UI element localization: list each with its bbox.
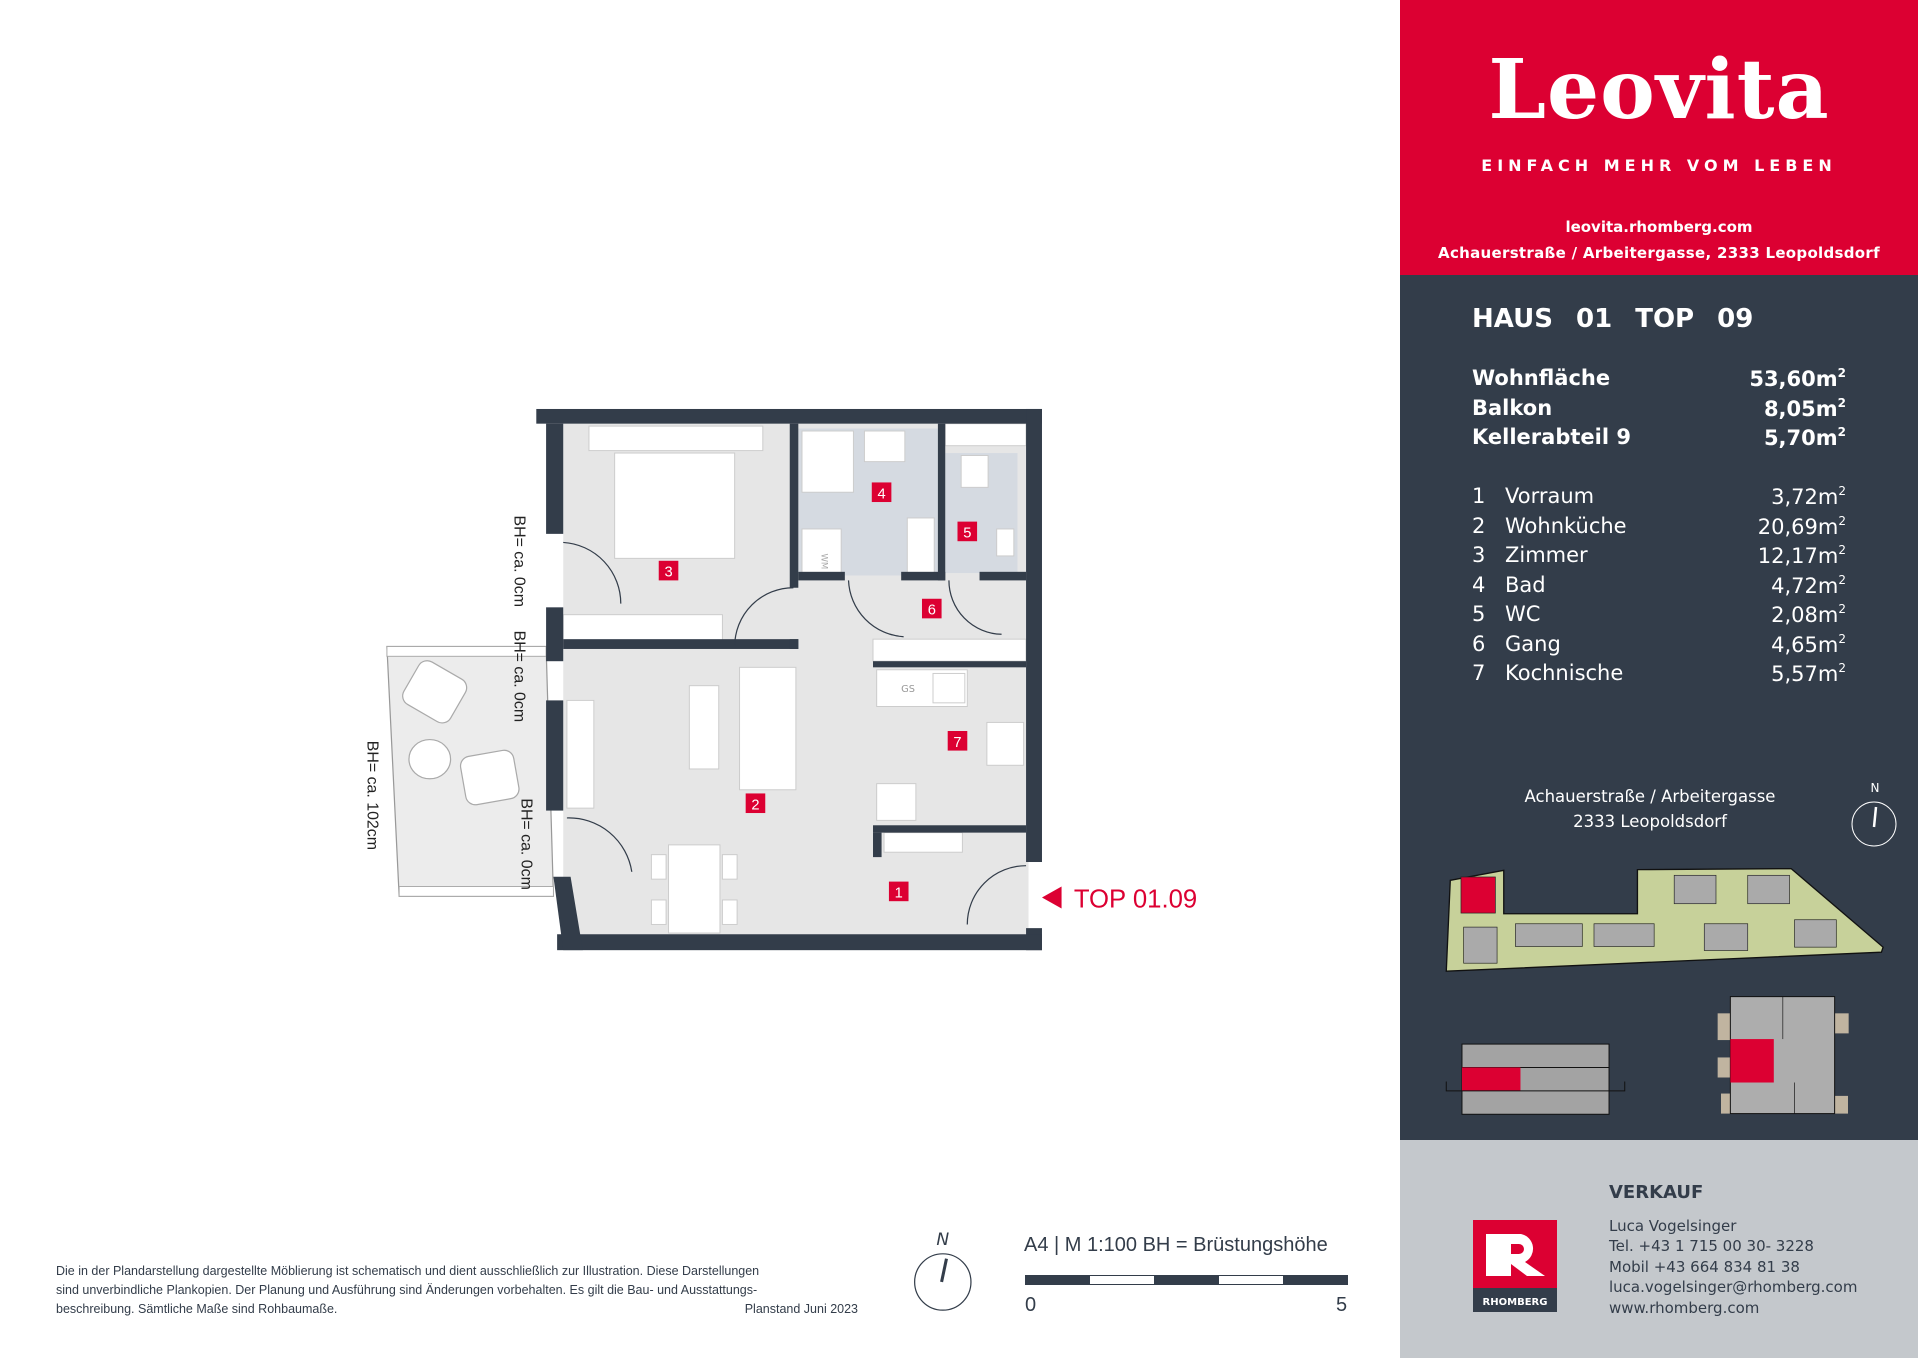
room-area: 4,72m2 [1771, 572, 1846, 598]
svg-text:4: 4 [877, 486, 885, 502]
unit-title: HAUS 01 TOP 09 [1472, 304, 1754, 334]
room-number: 7 [1472, 661, 1486, 685]
area-total-row: Kellerabteil 9 5,70m2 [1472, 425, 1846, 450]
contact-mobile[interactable]: Mobil +43 664 834 81 38 [1609, 1257, 1800, 1276]
north-compass-icon: N [1851, 781, 1897, 847]
svg-text:N: N [1871, 781, 1880, 795]
room-number: 3 [1472, 543, 1486, 567]
balcony [386, 645, 555, 897]
room-row: 2 Wohnküche 20,69m2 [1472, 514, 1846, 539]
leovita-logo: Leovita [1488, 42, 1830, 138]
contact-email[interactable]: luca.vogelsinger@rhomberg.com [1609, 1278, 1858, 1297]
room-row: 7 Kochnische 5,57m2 [1472, 661, 1846, 686]
walls [536, 408, 1042, 951]
room-area: 2,08m2 [1771, 602, 1846, 627]
room-name: Vorraum [1505, 484, 1595, 508]
room-name: Zimmer [1505, 543, 1588, 567]
room-area: 20,69m2 [1757, 513, 1846, 539]
disclaimer-line: beschreibung. Sämtliche Maße sind Rohbau… [56, 1302, 338, 1316]
area-label: Balkon [1472, 395, 1553, 420]
room-name: Bad [1505, 572, 1546, 597]
scale-bar [1025, 1275, 1348, 1285]
sales-panel: RHOMBERG VERKAUF Luca Vogelsinger Tel. +… [1400, 1140, 1918, 1358]
svg-text:2: 2 [751, 797, 759, 813]
north-compass-icon: N [914, 1230, 972, 1311]
room-area: 5,57m2 [1771, 661, 1846, 686]
contact-website[interactable]: www.rhomberg.com [1609, 1298, 1760, 1317]
appliance-gs: GS [901, 684, 915, 695]
appliance-wm: WM [819, 553, 829, 569]
room-number: 1 [1472, 484, 1486, 508]
site-plan [1445, 867, 1884, 1115]
section-diagram [1445, 1043, 1626, 1115]
area-value: 5,70m2 [1763, 425, 1846, 450]
disclaimer: Die in der Plandarstellung dargestellte … [56, 1262, 858, 1319]
location-text: Achauerstraße / Arbeitergasse 2333 Leopo… [1400, 784, 1900, 834]
svg-text:BH= ca. 0cm: BH= ca. 0cm [510, 631, 527, 723]
contact-info: Luca Vogelsinger Tel. +43 1 715 00 30- 3… [1609, 1216, 1857, 1318]
contact-name: Luca Vogelsinger [1609, 1217, 1737, 1235]
location-line: 2333 Leopoldsdorf [1573, 812, 1727, 831]
room-markers: 4 5 3 6 7 2 1 [658, 482, 978, 902]
room-row: 3 Zimmer 12,17m2 [1472, 543, 1846, 568]
scale-text: A4 | M 1:100 BH = Brüstungshöhe [1024, 1234, 1328, 1256]
room-name: WC [1505, 602, 1541, 626]
disclaimer-line: Die in der Plandarstellung dargestellte … [56, 1264, 760, 1278]
room-name: Kochnische [1505, 661, 1624, 685]
room-row: 6 Gang 4,65m2 [1472, 632, 1846, 657]
contact-phone[interactable]: Tel. +43 1 715 00 30- 3228 [1609, 1237, 1814, 1256]
disclaimer-line: sind unverbindliche Plankopien. Der Plan… [56, 1283, 758, 1297]
area-value: 53,60m2 [1749, 366, 1846, 391]
floor-plan: WM GS 4 5 3 6 7 2 1 TOP 01 [363, 408, 1197, 1311]
room-area: 4,65m2 [1771, 631, 1846, 657]
scale-min: 0 [1025, 1294, 1037, 1316]
highlighted-building [1460, 876, 1496, 914]
area-total-row: Wohnfläche 53,60m2 [1472, 366, 1846, 391]
svg-text:N: N [936, 1230, 949, 1250]
svg-text:5: 5 [963, 526, 971, 542]
floor-diagram [1717, 996, 1849, 1115]
svg-text:BH= ca. 102cm: BH= ca. 102cm [363, 741, 380, 850]
doors [563, 541, 1027, 925]
room-number: 5 [1472, 602, 1486, 626]
svg-text:BH= ca. 0cm: BH= ca. 0cm [510, 515, 527, 607]
room-number: 6 [1472, 631, 1486, 656]
location-line: Achauerstraße / Arbeitergasse [1524, 787, 1776, 806]
room-row: 4 Bad 4,72m2 [1472, 573, 1846, 598]
room-area: 12,17m2 [1757, 543, 1846, 568]
svg-text:6: 6 [928, 603, 936, 619]
svg-text:RHOMBERG: RHOMBERG [1483, 1297, 1548, 1308]
area-total-row: Balkon 8,05m2 [1472, 396, 1846, 421]
project-address: Achauerstraße / Arbeitergasse, 2333 Leop… [1438, 244, 1880, 262]
area-label: Wohnfläche [1472, 366, 1611, 390]
bh-labels: BH= ca. 0cm BH= ca. 0cm BH= ca. 102cm BH… [363, 515, 534, 889]
room-name: Wohnküche [1505, 513, 1627, 538]
website-link[interactable]: leovita.rhomberg.com [1565, 218, 1753, 236]
tagline: EINFACH MEHR VOM LEBEN [1481, 156, 1837, 175]
planstand: Planstand Juni 2023 [744, 1302, 858, 1316]
furniture [562, 423, 1027, 934]
entrance-label: TOP 01.09 [1074, 885, 1197, 913]
room-name: Gang [1505, 631, 1561, 656]
scale-max: 5 [1336, 1294, 1348, 1316]
room-number: 2 [1472, 513, 1486, 538]
svg-text:3: 3 [664, 565, 672, 581]
brand-header: Leovita EINFACH MEHR VOM LEBEN leovita.r… [1400, 0, 1918, 275]
area-value: 8,05m2 [1763, 395, 1846, 421]
entrance-arrow-icon [1041, 886, 1062, 909]
svg-text:1: 1 [895, 886, 903, 902]
rhomberg-logo: RHOMBERG [1473, 1220, 1557, 1312]
room-area: 3,72m2 [1771, 484, 1846, 509]
sales-heading: VERKAUF [1609, 1182, 1704, 1203]
area-label: Kellerabteil 9 [1472, 425, 1631, 449]
room-number: 4 [1472, 572, 1486, 597]
room-row: 5 WC 2,08m2 [1472, 602, 1846, 627]
svg-text:7: 7 [953, 735, 961, 751]
svg-text:BH= ca. 0cm: BH= ca. 0cm [518, 798, 535, 890]
room-row: 1 Vorraum 3,72m2 [1472, 484, 1846, 509]
